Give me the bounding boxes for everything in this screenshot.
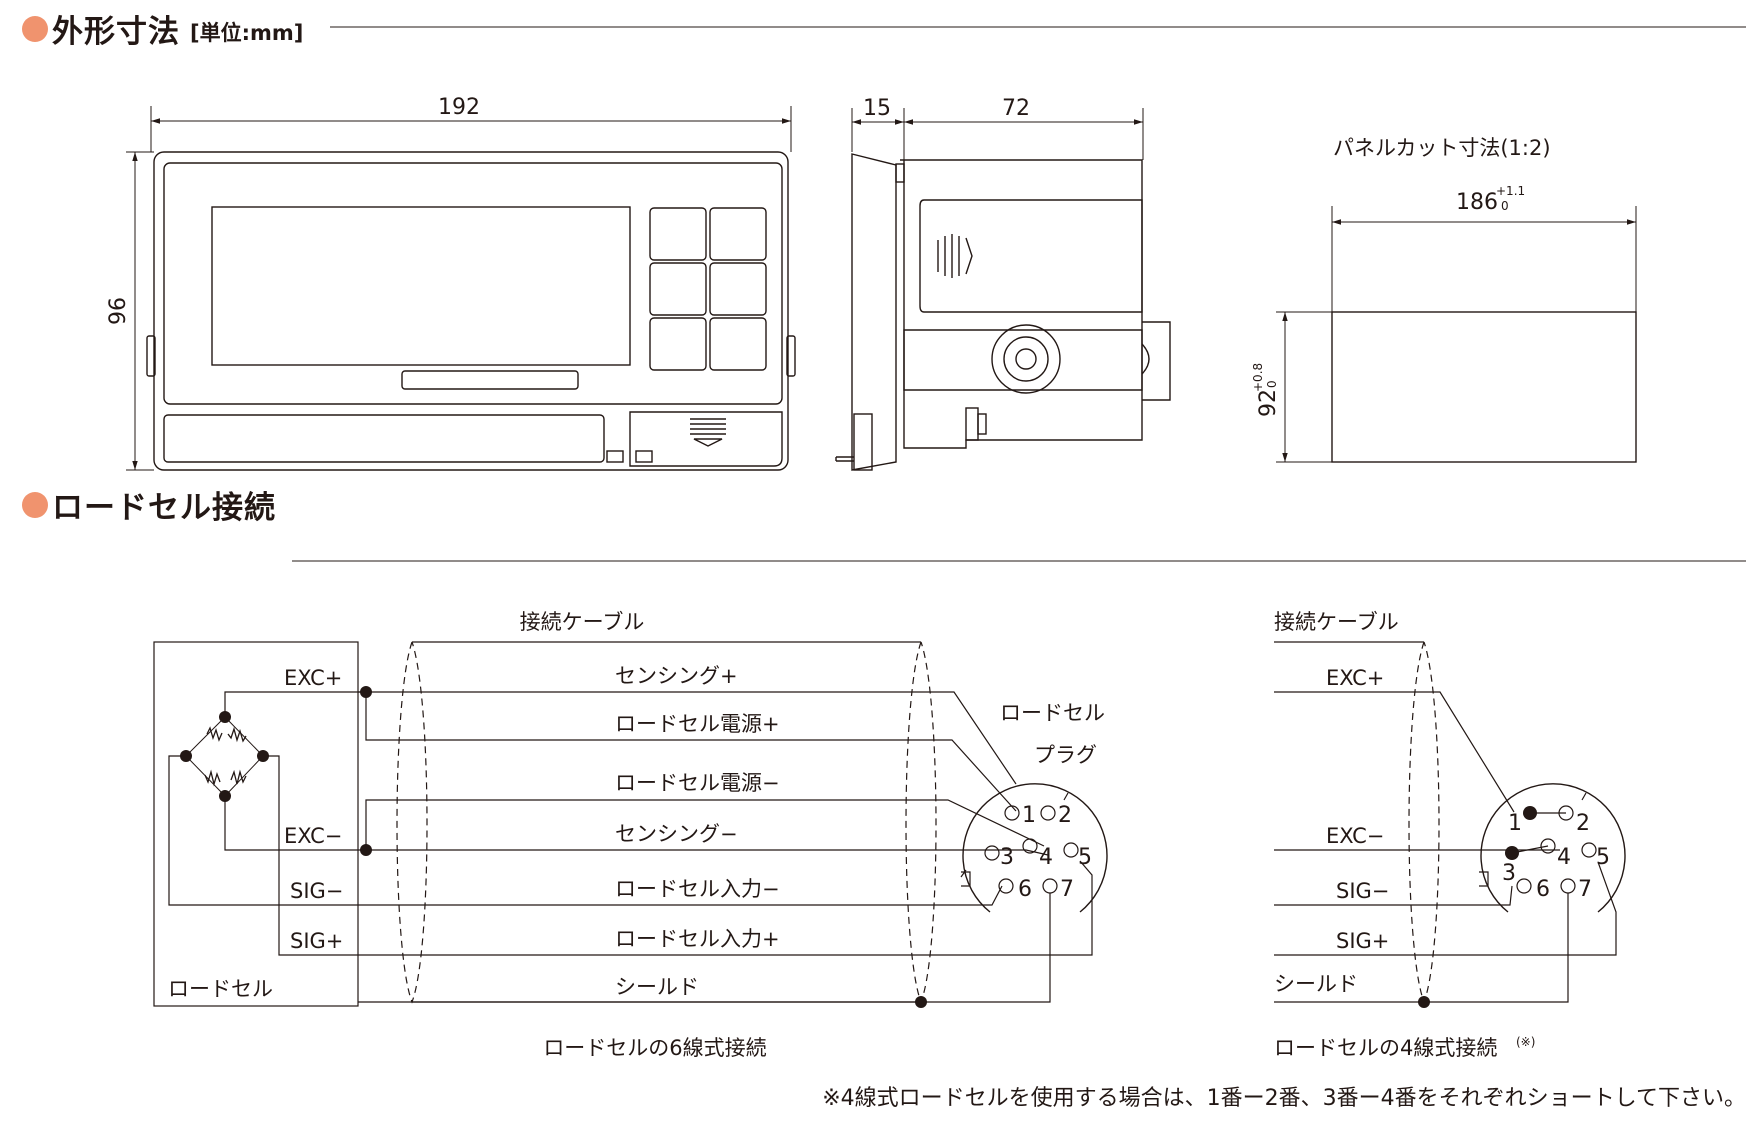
- plug-label-line2: プラグ: [1034, 743, 1097, 767]
- terminal-sig-minus: SIG−: [1336, 879, 1389, 903]
- height-dimension: 96: [106, 297, 131, 325]
- terminal-exc-plus: EXC+: [284, 666, 342, 690]
- wire-label: ロードセル電源+: [615, 712, 780, 736]
- panel-cut-height-tol-lower: 0: [1265, 380, 1279, 388]
- section-bullet-icon: [22, 15, 48, 42]
- four-wire-caption: ロードセルの4線式接続: [1274, 1036, 1497, 1060]
- section-bullet-icon: [22, 491, 48, 518]
- four-wire-caption-note: (※): [1516, 1035, 1535, 1049]
- dimensions-section-header: 外形寸法 [単位:mm]: [22, 6, 303, 51]
- panel-cut-width-tol-lower: 0: [1501, 199, 1509, 213]
- pin-number: 2: [1576, 811, 1590, 836]
- pin-number: 1: [1022, 803, 1036, 828]
- loadcell-box-label: ロードセル: [168, 977, 273, 1001]
- body-depth-dimension: 72: [1002, 96, 1030, 121]
- six-wire-caption: ロードセルの6線式接続: [543, 1036, 766, 1060]
- panel-cut-outline: [1276, 206, 1637, 463]
- cable-label: 接続ケーブル: [1274, 610, 1399, 634]
- wire-label: ロードセル入力+: [615, 927, 780, 951]
- six-wire-diagram: [153, 641, 1108, 1007]
- panel-cut-width-tol-upper: +1.1: [1496, 184, 1525, 198]
- pin-number: 7: [1060, 877, 1074, 902]
- cable-label: 接続ケーブル: [520, 610, 645, 634]
- plug-pin-numbers: 1 2 3 4 5 6 7: [1000, 803, 1092, 902]
- width-dimension: 192: [438, 95, 480, 120]
- pin-number: 6: [1536, 877, 1550, 902]
- section-title: 外形寸法: [52, 14, 180, 50]
- four-wire-diagram: [1274, 641, 1626, 1004]
- panel-cut-height: 92: [1256, 389, 1281, 417]
- pin-number: 1: [1508, 811, 1522, 836]
- four-wire-junction-dots: [1418, 806, 1537, 1008]
- connection-section-header: ロードセル接続: [22, 482, 276, 527]
- wire-label: ロードセル入力−: [615, 877, 780, 901]
- wire-label: シールド: [615, 975, 699, 999]
- section-title: ロードセル接続: [52, 490, 276, 526]
- pin-number: 3: [1000, 845, 1014, 870]
- pin-number: 4: [1557, 845, 1571, 870]
- plug-pin-numbers: 1 2 3 4 5 6 7: [1502, 811, 1610, 902]
- pin-number: 4: [1039, 845, 1053, 870]
- terminal-exc-minus: EXC−: [284, 824, 342, 848]
- terminal-sig-plus: SIG+: [290, 929, 343, 953]
- front-depth-dimension: 15: [863, 96, 891, 121]
- side-view: [835, 153, 1171, 471]
- pin-number: 6: [1018, 877, 1032, 902]
- footnote: ※4線式ロードセルを使用する場合は、1番ー2番、3番ー4番をそれぞれショートして…: [822, 1086, 1746, 1111]
- front-view: [146, 151, 796, 471]
- wire-label: センシング−: [615, 822, 738, 846]
- wire-label: センシング+: [615, 664, 738, 688]
- pin-number: 2: [1058, 803, 1072, 828]
- side-dimensions: [851, 108, 1144, 160]
- panel-cut-title: パネルカット寸法(1:2): [1333, 136, 1551, 160]
- terminal-sig-minus: SIG−: [290, 879, 343, 903]
- terminal-exc-minus: EXC−: [1326, 824, 1384, 848]
- front-dimensions: [126, 106, 792, 471]
- pin-number: 5: [1078, 845, 1092, 870]
- six-wire-junction-dots: [180, 686, 927, 1008]
- wire-label: ロードセル電源−: [615, 771, 780, 795]
- pin-number: 7: [1578, 877, 1592, 902]
- pin-number: 3: [1502, 861, 1516, 886]
- terminal-shield: シールド: [1274, 972, 1358, 996]
- terminal-sig-plus: SIG+: [1336, 929, 1389, 953]
- plug-label-line1: ロードセル: [1000, 701, 1105, 725]
- unit-label: [単位:mm]: [190, 20, 304, 45]
- terminal-exc-plus: EXC+: [1326, 666, 1384, 690]
- panel-cut-width: 186: [1456, 190, 1498, 215]
- pin-number: 5: [1596, 845, 1610, 870]
- panel-cut-height-tol-upper: +0.8: [1251, 363, 1265, 392]
